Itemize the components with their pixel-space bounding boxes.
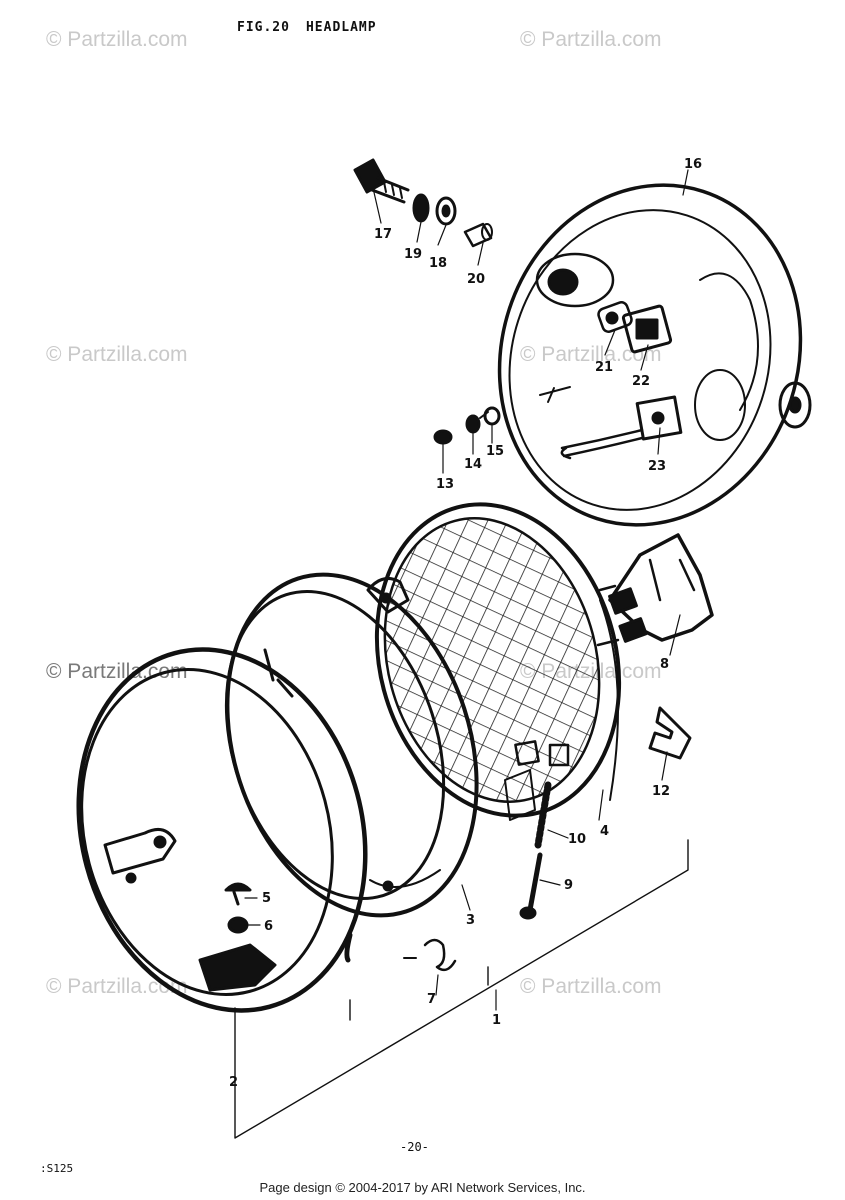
- label-part-8: 8: [660, 657, 669, 672]
- label-part-18: 18: [429, 256, 447, 271]
- ground-lead-wire: [560, 395, 683, 460]
- watermark: © Partzilla.com: [46, 975, 188, 998]
- mounting-bolt: [353, 158, 410, 204]
- label-part-12: 12: [652, 784, 670, 799]
- lock-washer: [412, 193, 430, 223]
- label-part-2: 2: [229, 1075, 238, 1090]
- label-part-10: 10: [568, 832, 586, 847]
- headlamp-ring: [224, 572, 479, 918]
- figure-title: FIG.20 HEADLAMP: [237, 20, 393, 35]
- leader-lines: [244, 169, 689, 1011]
- label-part-14: 14: [464, 457, 482, 472]
- assembly-bracket: [234, 839, 689, 1139]
- grommet: [597, 301, 633, 333]
- figure-number: FIG.20: [237, 20, 290, 35]
- page-number: -20-: [400, 1140, 429, 1154]
- rim-nut: [227, 916, 249, 934]
- washer-small: [465, 414, 481, 434]
- label-part-5: 5: [262, 891, 271, 906]
- watermark: © Partzilla.com: [520, 28, 662, 51]
- spacer: [463, 222, 493, 248]
- rim-screw: [224, 882, 252, 906]
- label-part-15: 15: [486, 444, 504, 459]
- label-part-6: 6: [264, 919, 273, 934]
- watermark: © Partzilla.com: [520, 975, 662, 998]
- headlamp-rim: [76, 647, 368, 1013]
- nut: [433, 429, 453, 445]
- headlamp-unit: [374, 502, 622, 821]
- adjusting-screw: [519, 852, 543, 920]
- label-part-19: 19: [404, 247, 422, 262]
- label-part-21: 21: [595, 360, 613, 375]
- figure-name: HEADLAMP: [305, 20, 377, 35]
- watermark: © Partzilla.com: [46, 28, 188, 51]
- label-part-20: 20: [467, 272, 485, 287]
- model-code: :S125: [40, 1162, 74, 1175]
- spring-wire: [403, 938, 457, 972]
- clip: [648, 706, 692, 760]
- watermark: © Partzilla.com: [46, 343, 188, 366]
- label-part-13: 13: [436, 477, 454, 492]
- flat-washer: [435, 196, 457, 226]
- label-part-1: 1: [492, 1013, 501, 1028]
- adjusting-spring: [534, 781, 552, 849]
- label-part-16: 16: [684, 157, 702, 172]
- headlamp-housing: [497, 183, 812, 527]
- label-part-7: 7: [427, 992, 436, 1007]
- label-part-23: 23: [648, 459, 666, 474]
- connector-holder: [621, 304, 673, 354]
- label-part-22: 22: [632, 374, 650, 389]
- label-part-17: 17: [374, 227, 392, 242]
- watermark: © Partzilla.com: [520, 343, 662, 366]
- label-part-4: 4: [600, 824, 609, 839]
- label-part-9: 9: [564, 878, 573, 893]
- label-part-3: 3: [466, 913, 475, 928]
- washer-ring: [479, 406, 501, 426]
- bulb-socket: [596, 533, 714, 647]
- footer-copyright: Page design © 2004-2017 by ARI Network S…: [259, 1180, 586, 1195]
